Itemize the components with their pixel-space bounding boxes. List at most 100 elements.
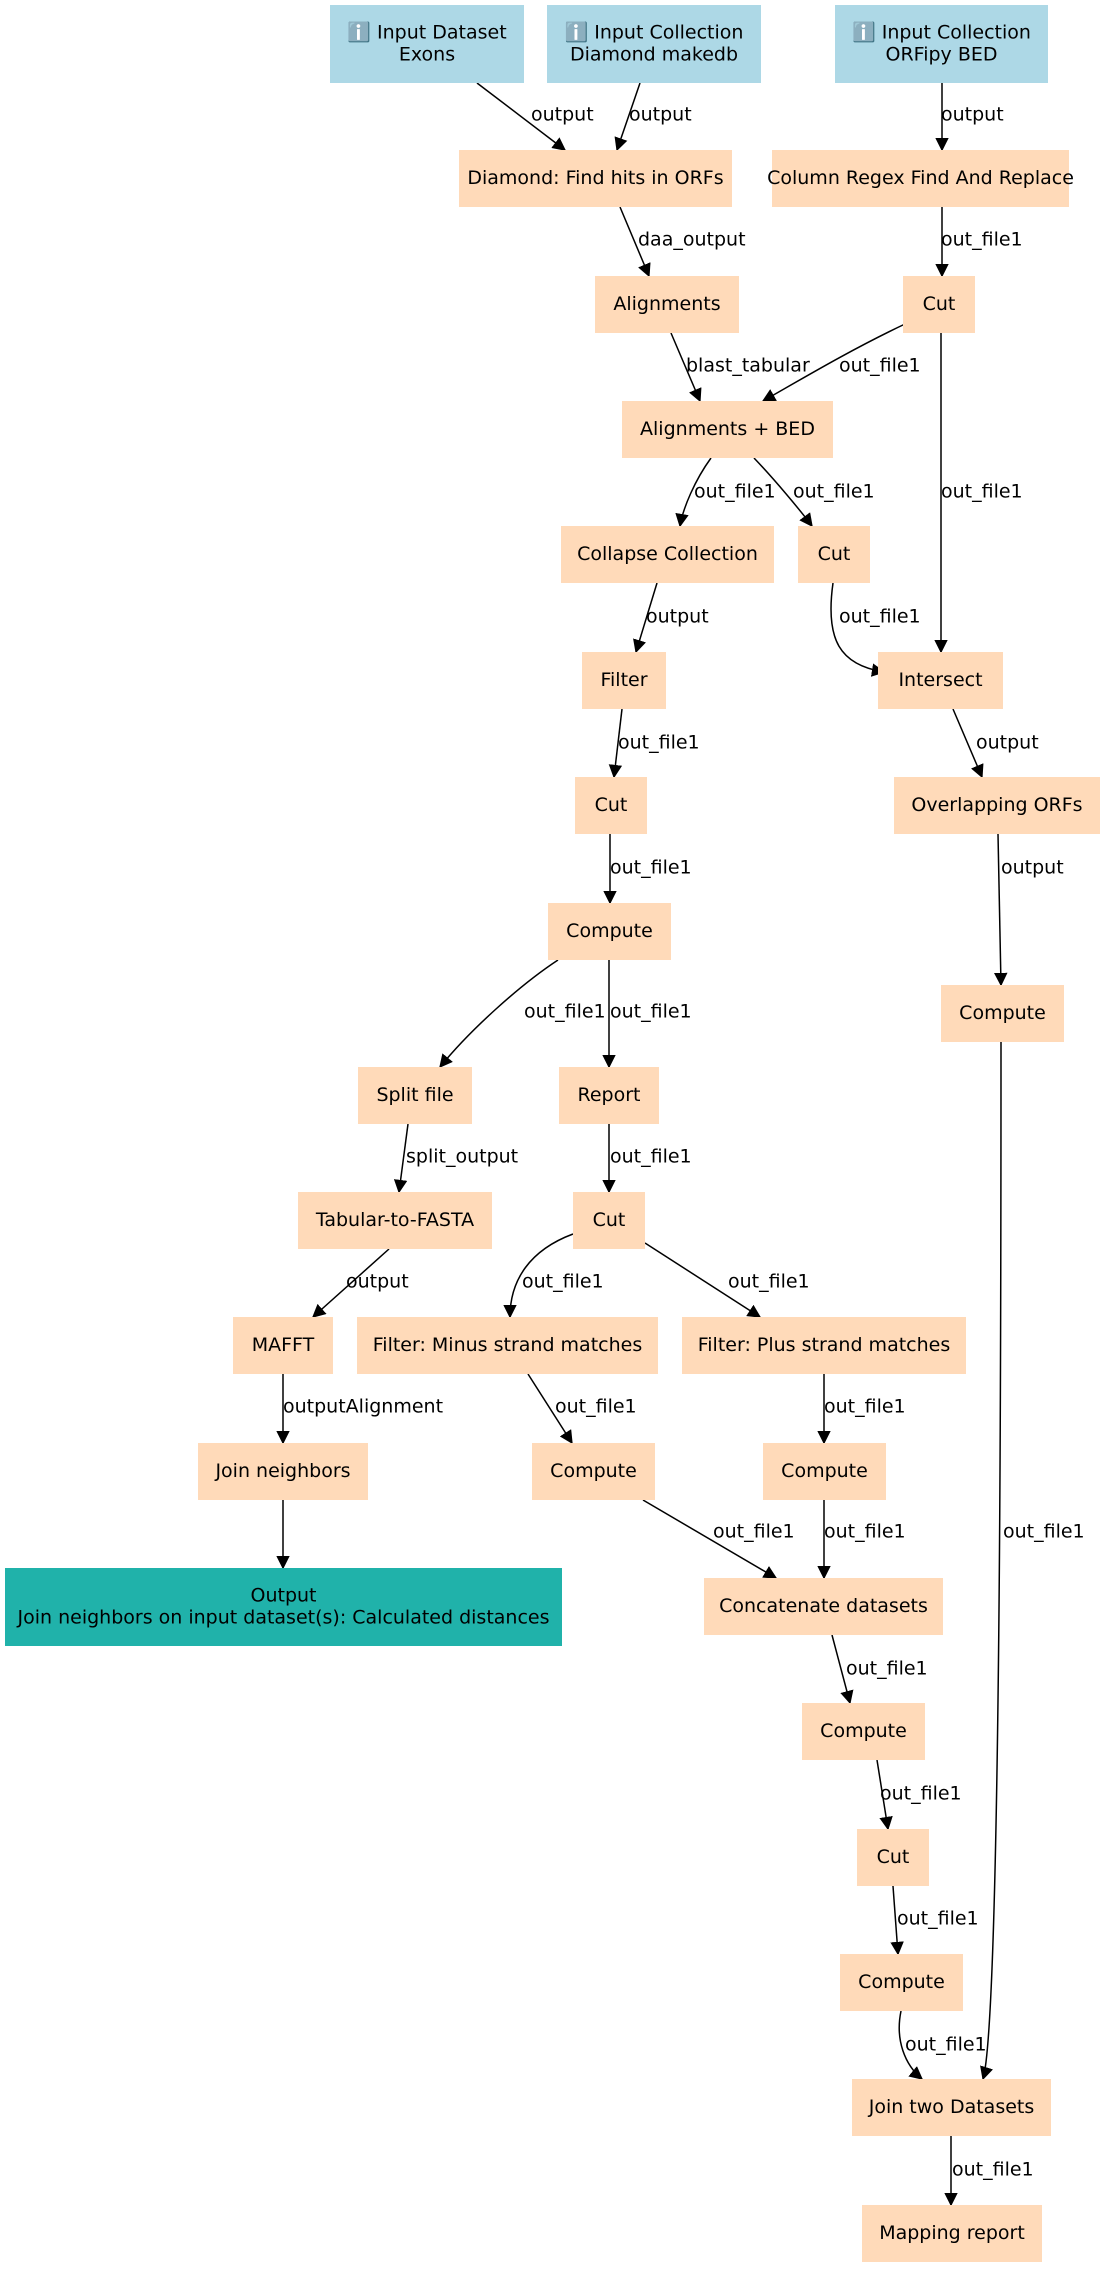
node-title-filter: Filter (600, 669, 647, 691)
node-title-cut1: Cut (923, 293, 956, 315)
node-subtitle-in_exons: Exons (399, 44, 455, 66)
edges-layer (276, 82, 1008, 2207)
edge-tab2fasta-to-mafft (311, 1248, 390, 1318)
node-alnbed: Alignments + BED (622, 401, 833, 458)
edge-label-mafft-to-join_nb: outputAlignment (283, 1396, 443, 1418)
edge-label-tab2fasta-to-mafft: output (346, 1271, 409, 1293)
node-subtitle-output: Join neighbors on input dataset(s): Calc… (17, 1607, 550, 1629)
node-fplus: Filter: Plus strand matches (682, 1317, 966, 1374)
node-title-tab2fasta: Tabular-to-FASTA (315, 1209, 474, 1231)
node-compute2: Compute (941, 985, 1064, 1042)
node-title-in_orfipy: ℹ️ Input Collection (852, 21, 1031, 44)
node-box-in_diamond (547, 5, 761, 83)
node-box-compute6 (840, 1954, 963, 2011)
node-title-cut2: Cut (818, 543, 851, 565)
edge-label-diamond-to-alignments: daa_output (638, 229, 746, 251)
node-box-output (5, 1568, 562, 1646)
edge-fminus-to-compute3 (527, 1373, 573, 1445)
node-regex: Column Regex Find And Replace (767, 150, 1074, 207)
node-box-alnbed (622, 401, 833, 458)
node-title-compute5: Compute (820, 1720, 907, 1742)
node-cut4: Cut (573, 1192, 645, 1249)
node-compute6: Compute (840, 1954, 963, 2011)
node-title-compute3: Compute (550, 1460, 637, 1482)
node-cut1: Cut (903, 276, 975, 333)
node-box-mafft (233, 1317, 333, 1374)
node-box-intersect (878, 652, 1003, 709)
node-box-join2 (852, 2079, 1051, 2136)
node-title-split: Split file (376, 1084, 453, 1106)
edge-label-cut4-to-fminus: out_file1 (522, 1271, 604, 1293)
node-box-cut5 (857, 1829, 929, 1886)
node-box-in_exons (330, 5, 524, 83)
node-title-report: Report (578, 1084, 641, 1106)
edge-label-in_exons-to-diamond: output (531, 104, 594, 126)
node-title-compute4: Compute (781, 1460, 868, 1482)
node-title-collapse: Collapse Collection (577, 543, 758, 565)
node-compute5: Compute (802, 1703, 925, 1760)
node-subtitle-in_orfipy: ORFipy BED (886, 44, 998, 66)
edge-label-compute3-to-concat: out_file1 (713, 1521, 795, 1543)
edge-filter-to-cut3 (608, 708, 623, 779)
edge-label-cut1-to-alnbed: out_file1 (839, 355, 921, 377)
edge-label-fplus-to-compute4: out_file1 (824, 1396, 906, 1418)
node-concat: Concatenate datasets (704, 1578, 943, 1635)
edge-compute1-to-split (439, 959, 559, 1069)
node-box-alignments (595, 276, 739, 333)
node-box-fminus (357, 1317, 658, 1374)
node-alignments: Alignments (595, 276, 739, 333)
edge-concat-to-compute5 (831, 1634, 854, 1705)
node-diamond: Diamond: Find hits in ORFs (459, 150, 732, 207)
node-overlap: Overlapping ORFs (894, 777, 1100, 834)
edge-label-report-to-cut4: out_file1 (610, 1146, 692, 1168)
edge-label-compute5-to-cut5: out_file1 (880, 1783, 962, 1805)
node-box-compute2 (941, 985, 1064, 1042)
edge-label-in_diamond-to-diamond: output (629, 104, 692, 126)
node-title-join2: Join two Datasets (868, 2096, 1035, 2118)
edge-label-cut4-to-fplus: out_file1 (728, 1271, 810, 1293)
node-title-concat: Concatenate datasets (719, 1595, 928, 1617)
edge-label-compute4-to-concat: out_file1 (824, 1521, 906, 1543)
node-title-alignments: Alignments (613, 293, 720, 315)
edge-compute5-to-cut5 (876, 1759, 893, 1831)
node-box-mapping (862, 2205, 1042, 2262)
node-compute3: Compute (532, 1443, 655, 1500)
edge-label-overlap-to-compute2: output (1001, 857, 1064, 879)
edge-cut4-to-fminus (503, 1233, 574, 1319)
edge-in_diamond-to-diamond (614, 82, 641, 152)
node-title-cut5: Cut (877, 1846, 910, 1868)
node-fminus: Filter: Minus strand matches (357, 1317, 658, 1374)
edge-label-alnbed-to-cut2: out_file1 (793, 481, 875, 503)
node-cut5: Cut (857, 1829, 929, 1886)
node-title-compute2: Compute (959, 1002, 1046, 1024)
edge-label-intersect-to-overlap: output (976, 732, 1039, 754)
node-split: Split file (358, 1067, 472, 1124)
node-box-cut2 (798, 526, 870, 583)
edge-label-split-to-tab2fasta: split_output (406, 1146, 518, 1168)
edge-label-cut3-to-compute1: out_file1 (610, 857, 692, 879)
node-box-overlap (894, 777, 1100, 834)
node-box-cut4 (573, 1192, 645, 1249)
node-box-cut3 (575, 777, 647, 834)
edge-in_exons-to-diamond (476, 82, 567, 151)
edge-collapse-to-filter (633, 582, 658, 654)
node-box-concat (704, 1578, 943, 1635)
node-title-mapping: Mapping report (879, 2222, 1025, 2244)
edge-compute3-to-concat (642, 1499, 778, 1579)
node-tab2fasta: Tabular-to-FASTA (298, 1192, 492, 1249)
node-box-report (559, 1067, 659, 1124)
node-box-cut1 (903, 276, 975, 333)
edge-label-in_orfipy-to-regex: output (941, 104, 1004, 126)
edge-label-cut5-to-compute6: out_file1 (897, 1908, 979, 1930)
node-box-diamond (459, 150, 732, 207)
node-title-regex: Column Regex Find And Replace (767, 167, 1074, 189)
edge-cut5-to-compute6 (890, 1885, 904, 1956)
node-title-diamond: Diamond: Find hits in ORFs (467, 167, 723, 189)
edge-label-filter-to-cut3: out_file1 (618, 732, 700, 754)
edge-label-compute1-to-split: out_file1 (524, 1001, 606, 1023)
node-title-join_nb: Join neighbors (214, 1460, 350, 1482)
